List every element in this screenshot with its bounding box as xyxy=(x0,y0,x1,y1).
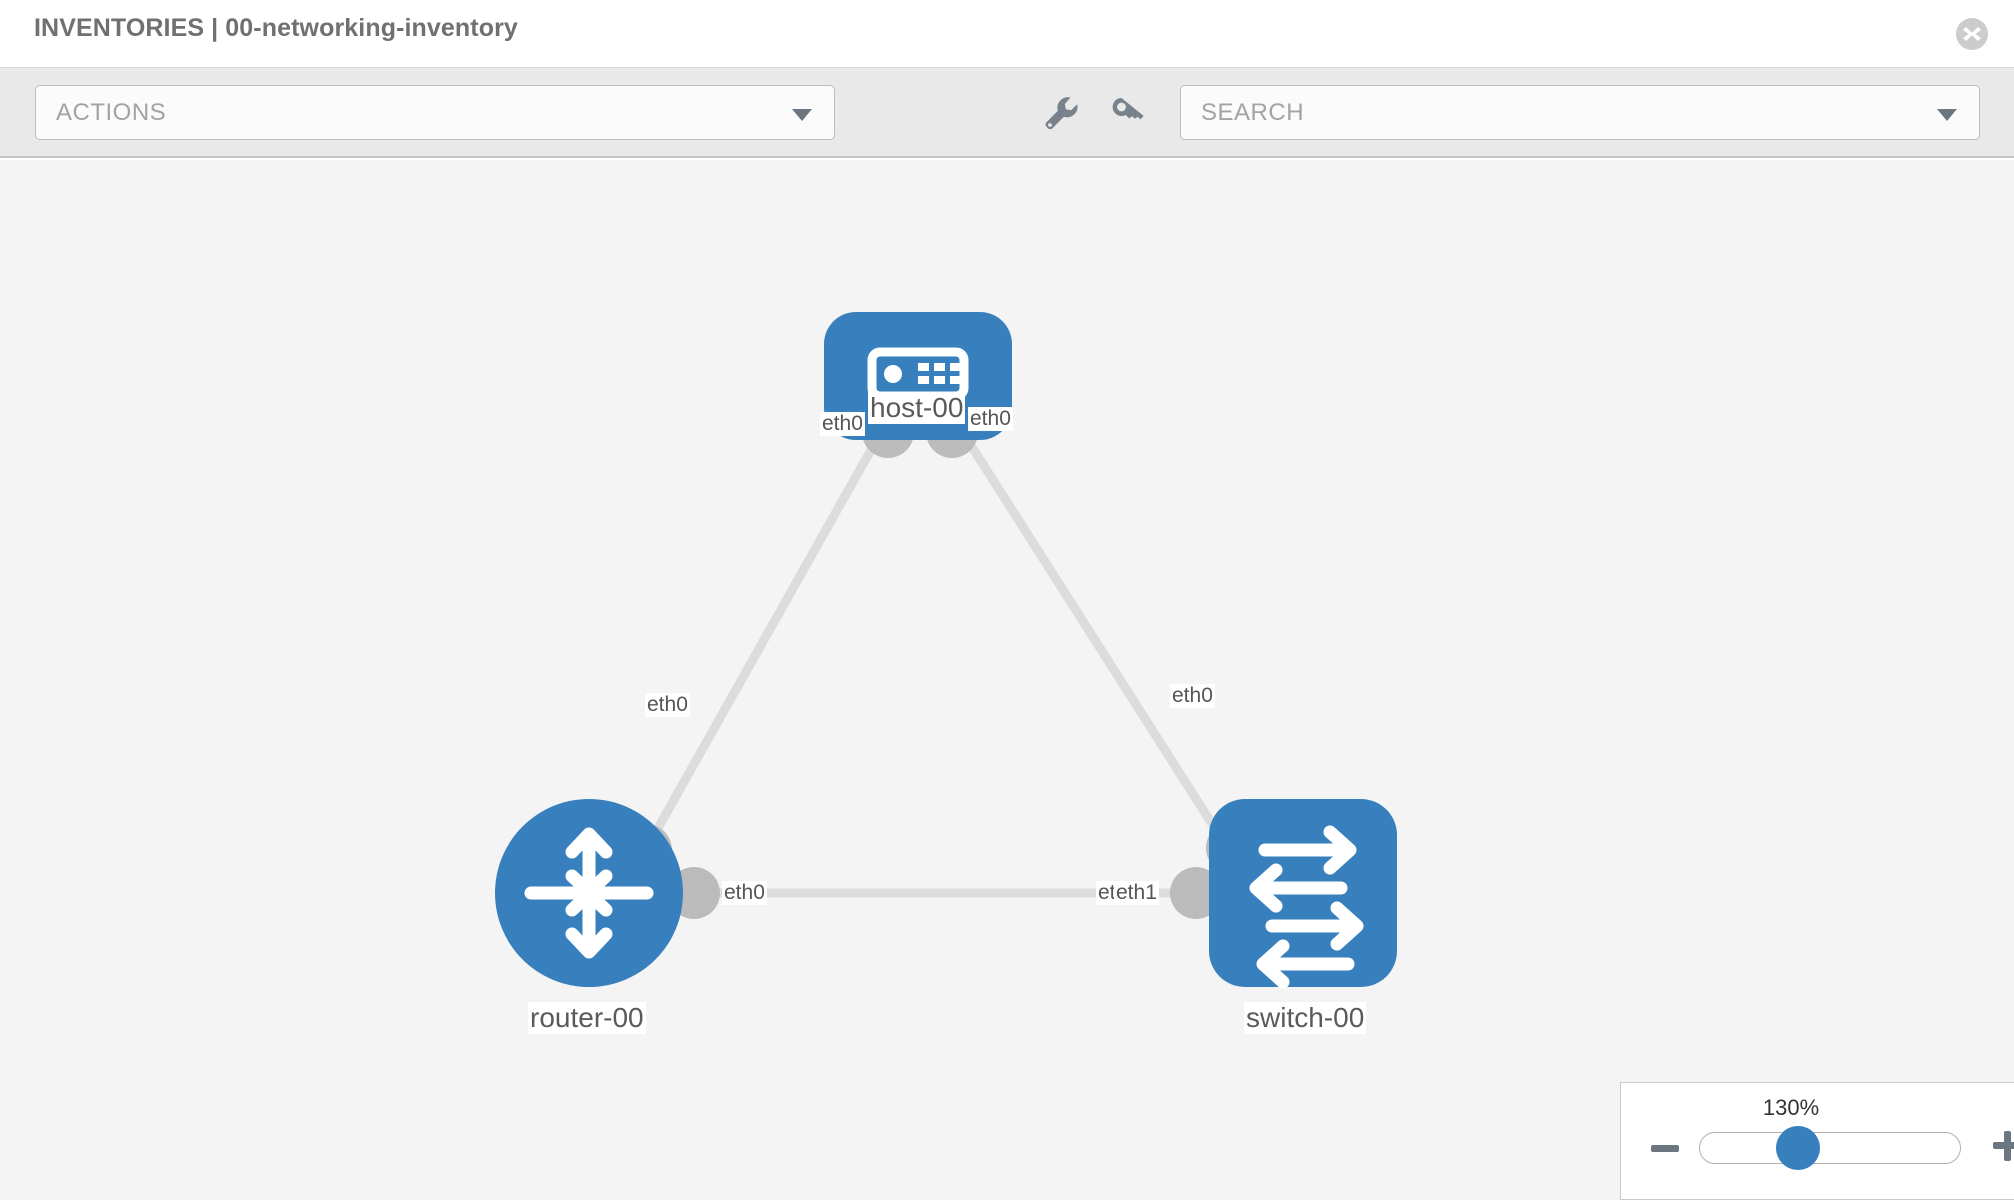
port-label-router-right: eth0 xyxy=(722,881,767,905)
zoom-slider-thumb[interactable] xyxy=(1776,1126,1820,1170)
zoom-control-panel: 130% xyxy=(1620,1082,2014,1200)
close-icon[interactable] xyxy=(1956,18,1988,50)
actions-dropdown[interactable]: ACTIONS xyxy=(35,85,835,140)
key-icon[interactable] xyxy=(1104,90,1150,136)
wrench-icon[interactable] xyxy=(1038,90,1084,136)
switch-arrows-icon xyxy=(1249,825,1364,989)
search-input[interactable]: SEARCH xyxy=(1180,85,1980,140)
search-placeholder: SEARCH xyxy=(1201,99,1305,126)
zoom-slider-track[interactable] xyxy=(1699,1132,1961,1164)
node-label-host-00: host-00 xyxy=(868,392,966,424)
port-label-switch-left-front: eth1 xyxy=(1114,881,1159,905)
port-label-host-right: eth0 xyxy=(968,407,1013,431)
node-router-00[interactable] xyxy=(495,799,683,987)
port-label-host-left: eth0 xyxy=(820,412,865,436)
chevron-down-icon xyxy=(792,109,812,121)
page-title: INVENTORIES | 00-networking-inventory xyxy=(34,14,518,42)
actions-dropdown-label: ACTIONS xyxy=(56,99,167,126)
port-label-router-up: eth0 xyxy=(645,693,690,717)
link-host-router xyxy=(636,422,889,863)
topology-canvas[interactable]: eth0 eth0 eth0 eth0 eth0 eth0 eth1 host-… xyxy=(0,160,2014,1200)
link-host-switch xyxy=(954,422,1239,863)
port-label-switch-up: eth0 xyxy=(1170,684,1215,708)
node-label-switch-00: switch-00 xyxy=(1244,1002,1367,1034)
topology-graph xyxy=(495,312,1397,989)
page-header: INVENTORIES | 00-networking-inventory xyxy=(0,0,2014,68)
zoom-out-button[interactable] xyxy=(1651,1145,1679,1152)
port-group xyxy=(620,406,1258,919)
zoom-in-button[interactable] xyxy=(1993,1131,2014,1161)
zoom-level-value: 130% xyxy=(1762,1095,1820,1120)
node-switch-00[interactable] xyxy=(1209,799,1397,989)
node-label-router-00: router-00 xyxy=(528,1002,646,1034)
link-group xyxy=(636,422,1239,898)
chevron-down-icon xyxy=(1937,109,1957,121)
router-arrows-icon xyxy=(524,827,654,959)
